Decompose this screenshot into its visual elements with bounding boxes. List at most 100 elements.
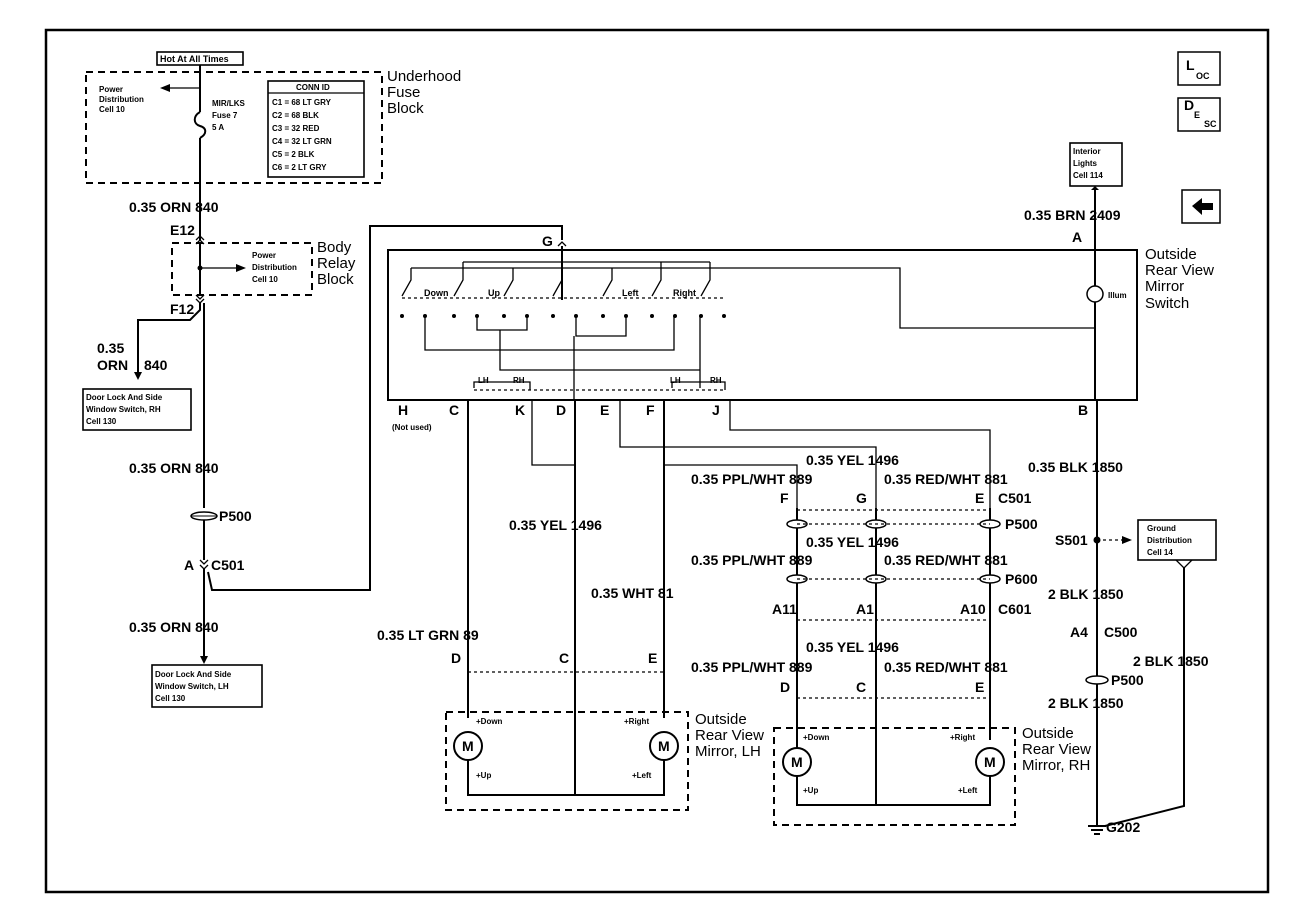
connector-a: A [184, 557, 194, 573]
connector-k: K [515, 402, 525, 418]
description-button[interactable]: D E SC [1177, 97, 1221, 132]
connector-f-c501: F [780, 490, 789, 506]
connector-h: H [398, 402, 408, 418]
motor-label: M [791, 754, 803, 770]
wire-label: 0.35 LT GRN 89 [377, 627, 479, 643]
diagram-frame [44, 28, 1270, 894]
body-relay-label: Relay [317, 255, 356, 272]
svg-text:Hot At All Times: Hot At All Times [160, 54, 229, 64]
description-button-label: D [1184, 97, 1194, 113]
fuse-icon [193, 111, 207, 139]
connector-a11: A11 [772, 601, 797, 617]
svg-text:Door Lock And Side: Door Lock And Side [86, 393, 163, 402]
wire-label: 0.35 PPL/WHT 889 [691, 659, 813, 675]
ground-distribution-box: Ground Distribution Cell 14 [1137, 519, 1217, 561]
power-dist-label: Cell 10 [252, 275, 278, 284]
connector-rh-c: C [856, 679, 866, 695]
connector-lh-c: C [559, 650, 569, 666]
connector-p500-g-icon [1085, 675, 1109, 685]
wire-label: 0.35 WHT 81 [591, 585, 674, 601]
connector-p500-r: P500 [1005, 516, 1038, 532]
rh-label: RH [710, 376, 722, 385]
rh-label: RH [513, 376, 525, 385]
wire-label: 2 BLK 1850 [1133, 653, 1209, 669]
mirror-switch-label: Outside [1145, 246, 1197, 263]
connector-a4: A4 [1070, 624, 1088, 640]
back-arrow-icon [1192, 198, 1213, 215]
svg-text:Door Lock And Side: Door Lock And Side [155, 670, 232, 679]
connector-g202: G202 [1106, 819, 1140, 835]
wire-label: 0.35 [97, 340, 124, 356]
wire-label: 2 BLK 1850 [1048, 695, 1124, 711]
connector-rh-d: D [780, 679, 790, 695]
connector-f: F [646, 402, 655, 418]
polarity-label: +Up [803, 786, 818, 795]
svg-text:C3 = 32 RED: C3 = 32 RED [272, 124, 320, 133]
mirror-switch-label: Switch [1145, 295, 1189, 312]
wire-label: 0.35 YEL 1496 [806, 639, 899, 655]
body-relay-label: Body [317, 239, 352, 256]
svg-text:Distribution: Distribution [1147, 536, 1192, 545]
connector-c: C [449, 402, 459, 418]
svg-text:Cell 114: Cell 114 [1073, 171, 1103, 180]
switch-down-label: Down [424, 288, 449, 298]
svg-text:C1 = 68 LT GRY: C1 = 68 LT GRY [272, 98, 332, 107]
wire-label: 0.35 RED/WHT 881 [884, 552, 1008, 568]
connector-c501-r: C501 [998, 490, 1032, 506]
wire-label: 0.35 RED/WHT 881 [884, 659, 1008, 675]
connector-g-c501: G [856, 490, 867, 506]
not-used-label: (Not used) [392, 423, 432, 432]
hot-at-all-times-box: Hot At All Times [156, 51, 244, 66]
power-dist-label: Power [99, 85, 123, 94]
location-button[interactable]: L OC [1177, 51, 1221, 86]
svg-text:Interior: Interior [1073, 147, 1101, 156]
power-dist-label: Power [252, 251, 276, 260]
svg-text:C4 = 32 LT GRN: C4 = 32 LT GRN [272, 137, 332, 146]
polarity-label: +Up [476, 771, 491, 780]
switch-up-label: Up [488, 288, 500, 298]
svg-text:Ground: Ground [1147, 524, 1176, 533]
connector-c501: C501 [211, 557, 245, 573]
connector-e12: E12 [170, 222, 195, 238]
polarity-label: +Down [803, 733, 830, 742]
wire-label: 0.35 BLK 1850 [1028, 459, 1123, 475]
illum-lamp-icon [1086, 285, 1104, 303]
polarity-label: +Right [950, 733, 975, 742]
mirror-lh-label: Mirror, LH [695, 743, 761, 760]
svg-text:C2 = 68 BLK: C2 = 68 BLK [272, 111, 319, 120]
connector-s501: S501 [1055, 532, 1088, 548]
door-switch-rh-box: Door Lock And Side Window Switch, RH Cel… [82, 388, 192, 431]
wire-label: 0.35 BRN 2409 [1024, 207, 1121, 223]
lh-label: LH [670, 376, 681, 385]
fuse-label: Fuse 7 [212, 111, 238, 120]
mirror-rh-label: Rear View [1022, 741, 1091, 758]
conn-id-table: CONN ID C1 = 68 LT GRY C2 = 68 BLK C3 = … [267, 80, 365, 178]
connector-p500-g: P500 [1111, 672, 1144, 688]
wire-label: 0.35 ORN 840 [129, 460, 219, 476]
wire-label: 840 [144, 357, 168, 373]
wire-label: 0.35 PPL/WHT 889 [691, 471, 813, 487]
motor-label: M [984, 754, 996, 770]
wire-label: 0.35 YEL 1496 [509, 517, 602, 533]
svg-text:Window Switch, LH: Window Switch, LH [155, 682, 229, 691]
wire-label: 0.35 ORN 840 [129, 619, 219, 635]
connector-e-c501: E [975, 490, 984, 506]
mirror-lh-box [445, 711, 689, 811]
connector-rh-e: E [975, 679, 984, 695]
back-button[interactable] [1181, 189, 1221, 224]
fuse-label: MIR/LKS [212, 99, 246, 108]
connector-a10: A10 [960, 601, 986, 617]
connector-e: E [600, 402, 609, 418]
wire-label: 2 BLK 1850 [1048, 586, 1124, 602]
polarity-label: +Left [632, 771, 652, 780]
mirror-lh-label: Rear View [695, 727, 764, 744]
underhood-label-2: Fuse [387, 84, 420, 101]
polarity-label: +Left [958, 786, 978, 795]
lh-label: LH [478, 376, 489, 385]
power-dist-label: Distribution [252, 263, 297, 272]
motor-label: M [658, 738, 670, 754]
body-relay-label: Block [317, 271, 354, 288]
polarity-label: +Down [476, 717, 503, 726]
mirror-switch-label: Mirror [1145, 278, 1184, 295]
